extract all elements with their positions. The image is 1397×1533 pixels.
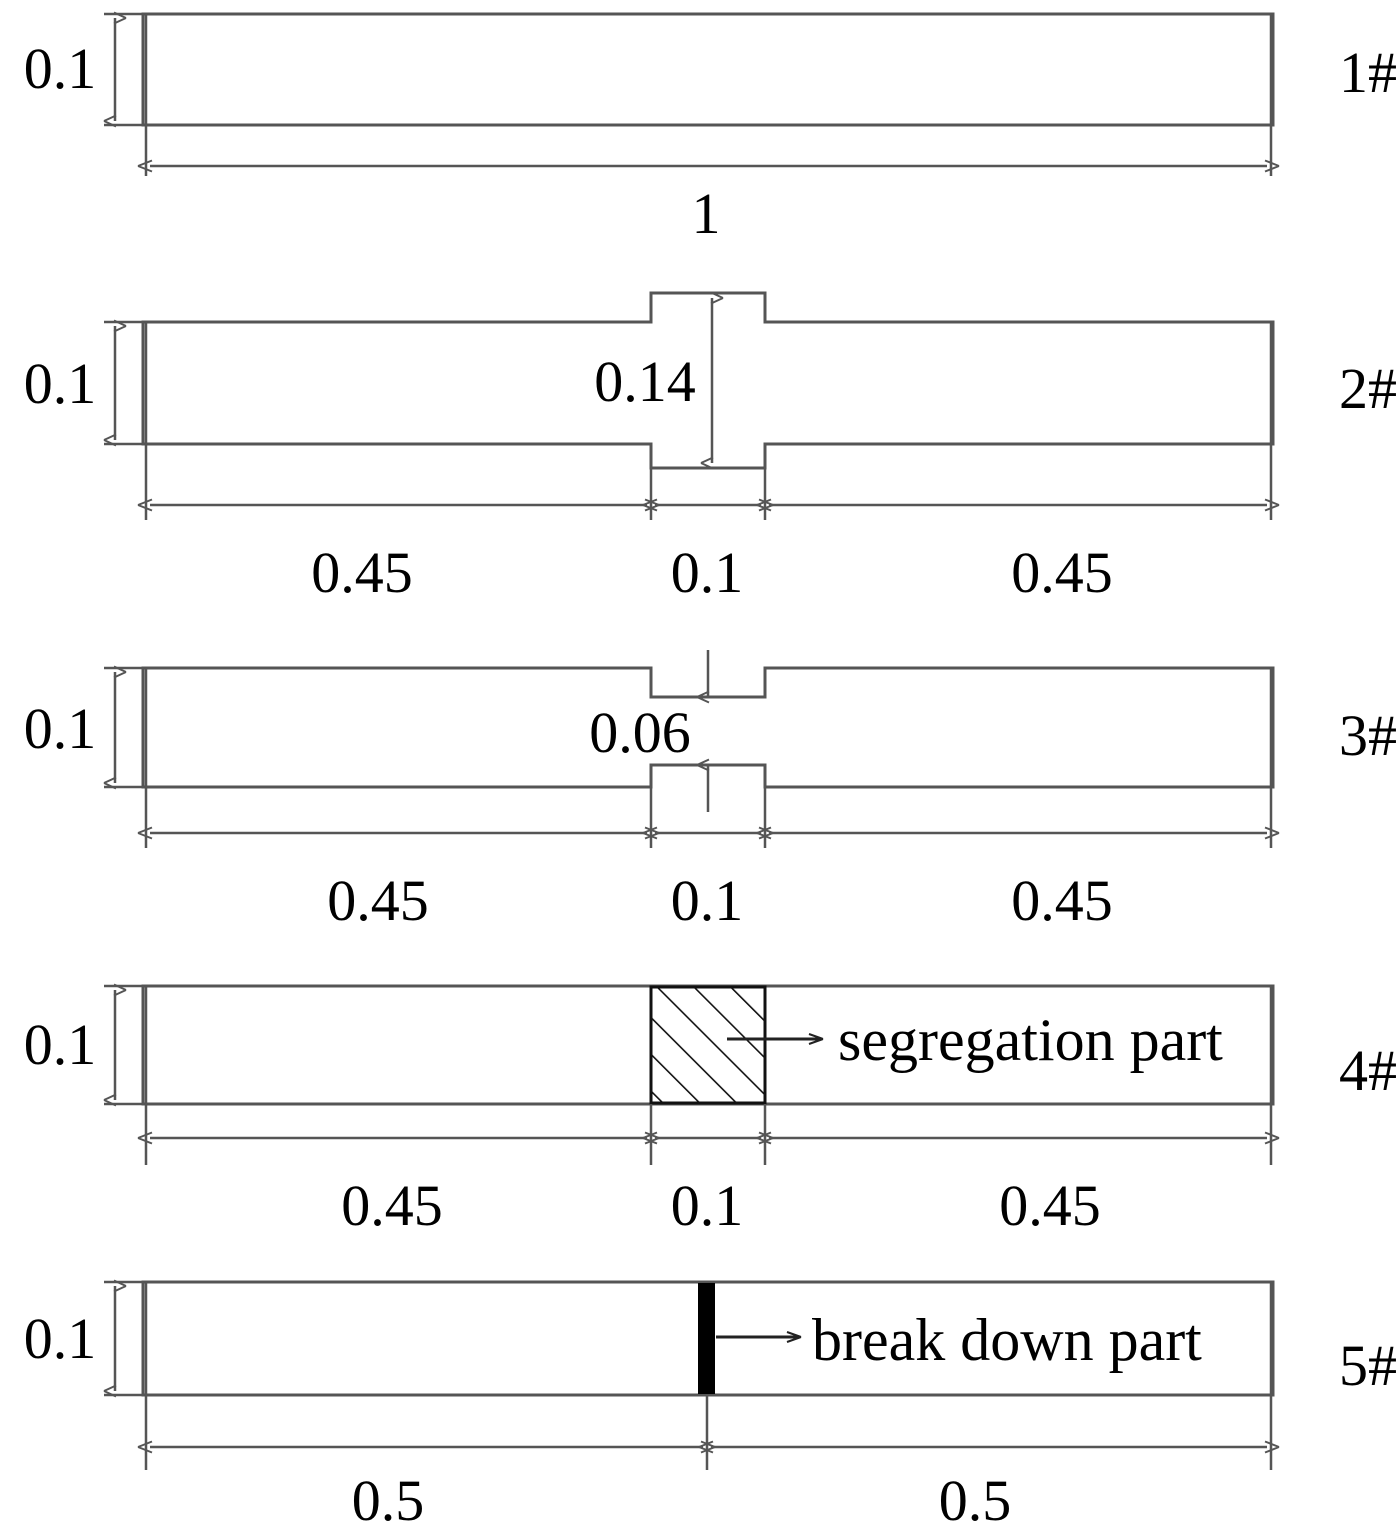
specimen-2-id-label: 2# [1339,356,1397,421]
specimen-3-group: 0.1 0.06 0.45 0.1 0.45 3# [24,650,1397,933]
specimen-5-group: 0.1 break down part 0.5 0.5 5# [24,1279,1397,1533]
specimen-2-feature-dimension-label: 0.14 [594,349,696,414]
specimen-3-length-label-3: 0.45 [1011,868,1113,933]
specimen-5-id-label: 5# [1339,1333,1397,1398]
specimen-1-bar [141,12,1275,127]
specimen-3-length-label-1: 0.45 [327,868,429,933]
specimen-2-group: 0.1 0.14 0.45 0.1 0.45 2# [24,291,1397,605]
specimen-5-length-label-2: 0.5 [939,1468,1012,1533]
specimen-2-length-label-1: 0.45 [311,540,413,605]
specimen-1-length-label-1: 1 [692,181,721,246]
specimen-2-length-label-2: 0.1 [671,540,744,605]
specimen-4-id-label: 4# [1339,1038,1397,1103]
specimen-5-breakdown-strip [698,1283,715,1394]
specimen-2-length-label-3: 0.45 [1011,540,1113,605]
specimen-4-length-label-1: 0.45 [341,1173,443,1238]
specimen-4-group: 0.1 segregation part 0.45 0.1 0.45 4# [24,983,1397,1238]
specimen-2-height-label: 0.1 [24,351,97,416]
specimen-5-height-label: 0.1 [24,1306,97,1371]
specimen-4-length-label-3: 0.45 [999,1173,1101,1238]
specimen-3-feature-dimension-label: 0.06 [589,700,691,765]
specimen-3-height-label: 0.1 [24,696,97,761]
specimen-5-feature-label: break down part [812,1307,1202,1373]
specimen-5-length-label-1: 0.5 [352,1468,425,1533]
specimen-1-group: 0.1 1 1# [24,11,1397,246]
specimen-3-id-label: 3# [1339,703,1397,768]
specimen-4-feature-label: segregation part [838,1007,1223,1073]
specimen-4-length-label-2: 0.1 [671,1173,744,1238]
specimen-1-id-label: 1# [1339,40,1397,105]
specimen-4-segregation-region [649,985,767,1105]
specimen-4-height-label: 0.1 [24,1012,97,1077]
specimen-2-bar-with-thickened-middle [141,291,1275,470]
specimen-1-height-label: 0.1 [24,36,97,101]
specimen-3-length-label-2: 0.1 [671,868,744,933]
